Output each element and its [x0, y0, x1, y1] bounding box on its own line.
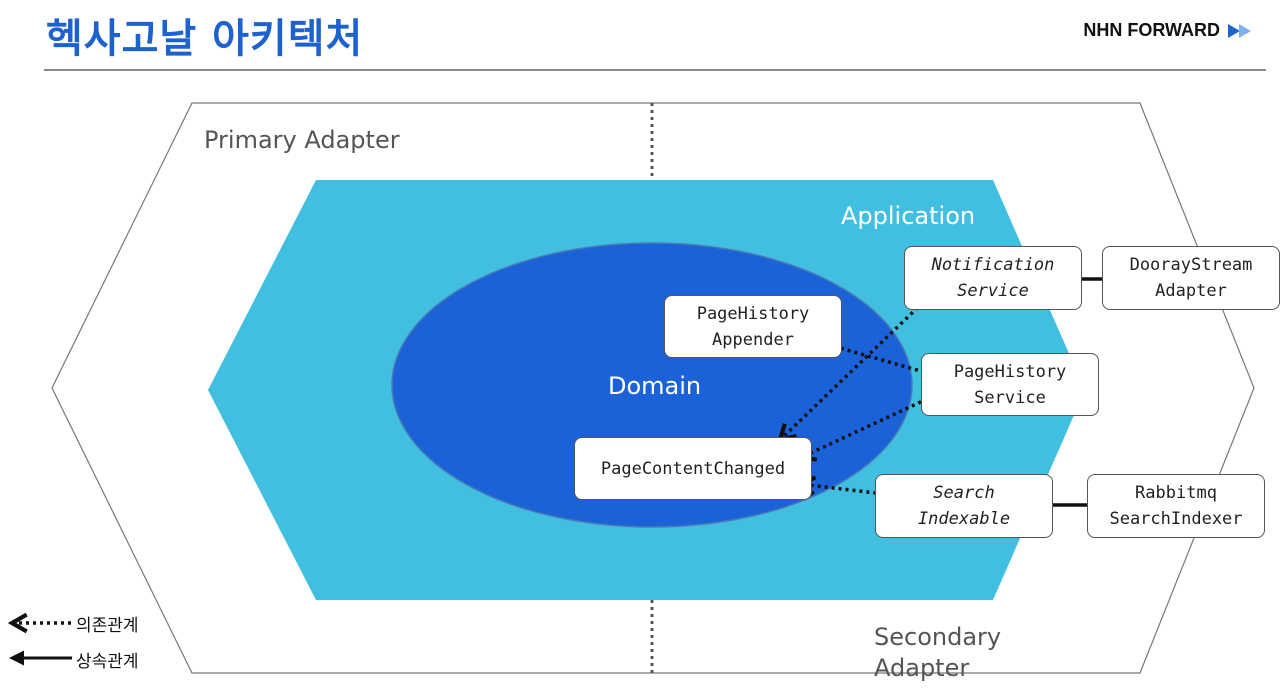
box-line: Indexable	[917, 509, 1011, 529]
application-label: Application	[841, 202, 976, 230]
brand-text: NHN FORWARD	[1083, 20, 1220, 40]
box-line: PageContentChanged	[600, 458, 786, 479]
dep-arrow-history-service-to-appender	[807, 333, 939, 378]
secondary-adapter-label-line2: Adapter	[874, 654, 970, 682]
legend-inheritance-label: 상속관계	[76, 652, 139, 672]
box-line: Service	[957, 281, 1029, 301]
box-line: Notification	[931, 255, 1055, 275]
page-history-service-box: PageHistory Service	[921, 353, 1099, 416]
box-line: SearchIndexer	[1109, 509, 1243, 529]
domain-label: Domain	[608, 372, 702, 400]
page-history-appender-box: PageHistory Appender	[664, 295, 842, 358]
box-line: Appender	[712, 329, 794, 350]
dooray-stream-adapter-box: DoorayStream Adapter	[1102, 246, 1280, 310]
page-content-changed-box: PageContentChanged	[574, 437, 812, 500]
box-line: PageHistory	[696, 303, 810, 324]
box-line: DoorayStream	[1129, 255, 1253, 275]
box-line: PageHistory	[953, 361, 1067, 382]
box-line: Adapter	[1155, 281, 1227, 301]
dep-arrow-history-service-to-content-changed	[796, 391, 941, 462]
secondary-adapter-label-line1: Secondary	[874, 623, 1002, 651]
brand-logo: NHN FORWARD	[1083, 20, 1256, 41]
rabbitmq-search-indexer-box: Rabbitmq SearchIndexer	[1087, 474, 1265, 538]
box-line: Service	[974, 387, 1046, 408]
dep-arrow-search-to-content-changed	[795, 475, 919, 500]
dep-arrow-notification-to-content-changed	[776, 286, 940, 443]
search-indexable-box: Search Indexable	[875, 474, 1053, 538]
box-line: Rabbitmq	[1135, 483, 1217, 503]
brand-arrows-icon	[1228, 23, 1251, 38]
header-divider	[44, 69, 1266, 71]
legend-dependency-label: 의존관계	[76, 616, 139, 636]
box-line: Search	[933, 483, 995, 503]
notification-service-box: Notification Service	[904, 246, 1082, 310]
page-title: 헥사고날 아키텍처	[46, 16, 364, 62]
primary-adapter-label: Primary Adapter	[204, 126, 400, 154]
